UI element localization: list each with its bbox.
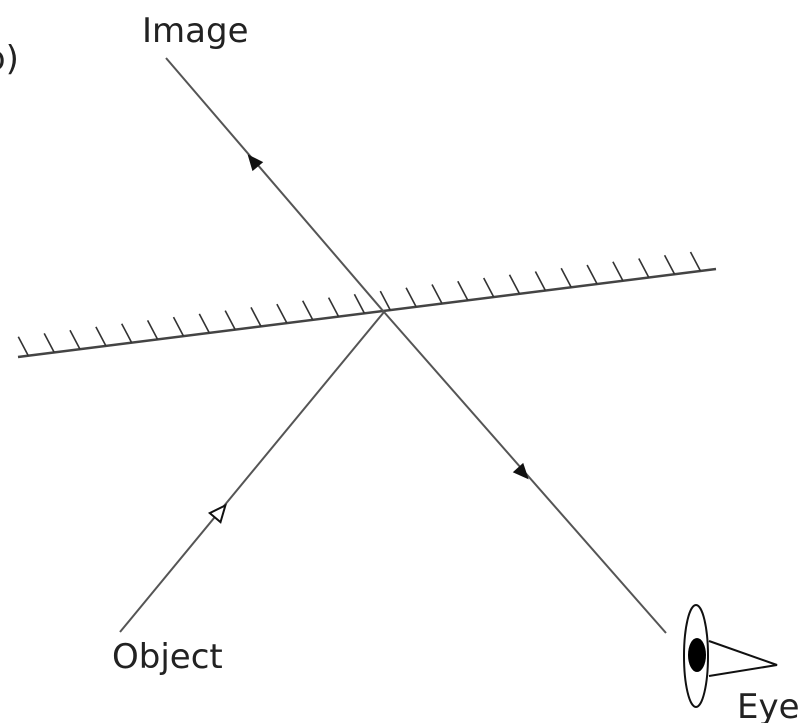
image-label: Image bbox=[142, 11, 248, 51]
corner-label: b) bbox=[0, 39, 19, 79]
hatch-mark bbox=[534, 271, 547, 291]
hatch-mark bbox=[482, 277, 495, 298]
arrowhead-icon bbox=[512, 462, 529, 480]
hatch-mark bbox=[353, 293, 366, 314]
arrowhead-icon bbox=[207, 503, 228, 524]
mirror-hatching bbox=[17, 251, 702, 357]
hatch-mark bbox=[586, 264, 598, 285]
arrowhead-icon bbox=[247, 154, 264, 172]
hatch-mark bbox=[431, 284, 443, 304]
hatch-mark bbox=[146, 320, 159, 340]
hatch-mark bbox=[560, 267, 572, 288]
hatch-mark bbox=[172, 316, 185, 337]
mirror-line bbox=[17, 267, 717, 359]
hatch-mark bbox=[663, 254, 676, 275]
hatch-mark bbox=[638, 258, 650, 278]
hatch-mark bbox=[95, 326, 107, 347]
hatch-mark bbox=[689, 251, 702, 272]
hatch-mark bbox=[508, 274, 521, 295]
eye-label: Eye bbox=[737, 687, 800, 723]
object-ray bbox=[119, 311, 385, 633]
hatch-mark bbox=[120, 323, 133, 344]
hatch-mark bbox=[612, 261, 624, 282]
hatch-mark bbox=[379, 290, 392, 311]
hatch-mark bbox=[405, 287, 417, 308]
eye-icon bbox=[683, 604, 778, 708]
hatch-mark bbox=[276, 303, 288, 324]
hatch-mark bbox=[17, 336, 30, 357]
hatch-mark bbox=[327, 297, 340, 317]
object-label: Object bbox=[112, 637, 223, 677]
hatch-mark bbox=[457, 280, 469, 301]
hatch-mark bbox=[69, 329, 81, 350]
virtual-image-ray bbox=[165, 57, 385, 313]
hatch-mark bbox=[301, 300, 314, 321]
hatch-mark bbox=[224, 310, 236, 330]
hatch-mark bbox=[198, 313, 211, 334]
hatch-mark bbox=[43, 333, 55, 353]
hatch-mark bbox=[250, 307, 262, 327]
